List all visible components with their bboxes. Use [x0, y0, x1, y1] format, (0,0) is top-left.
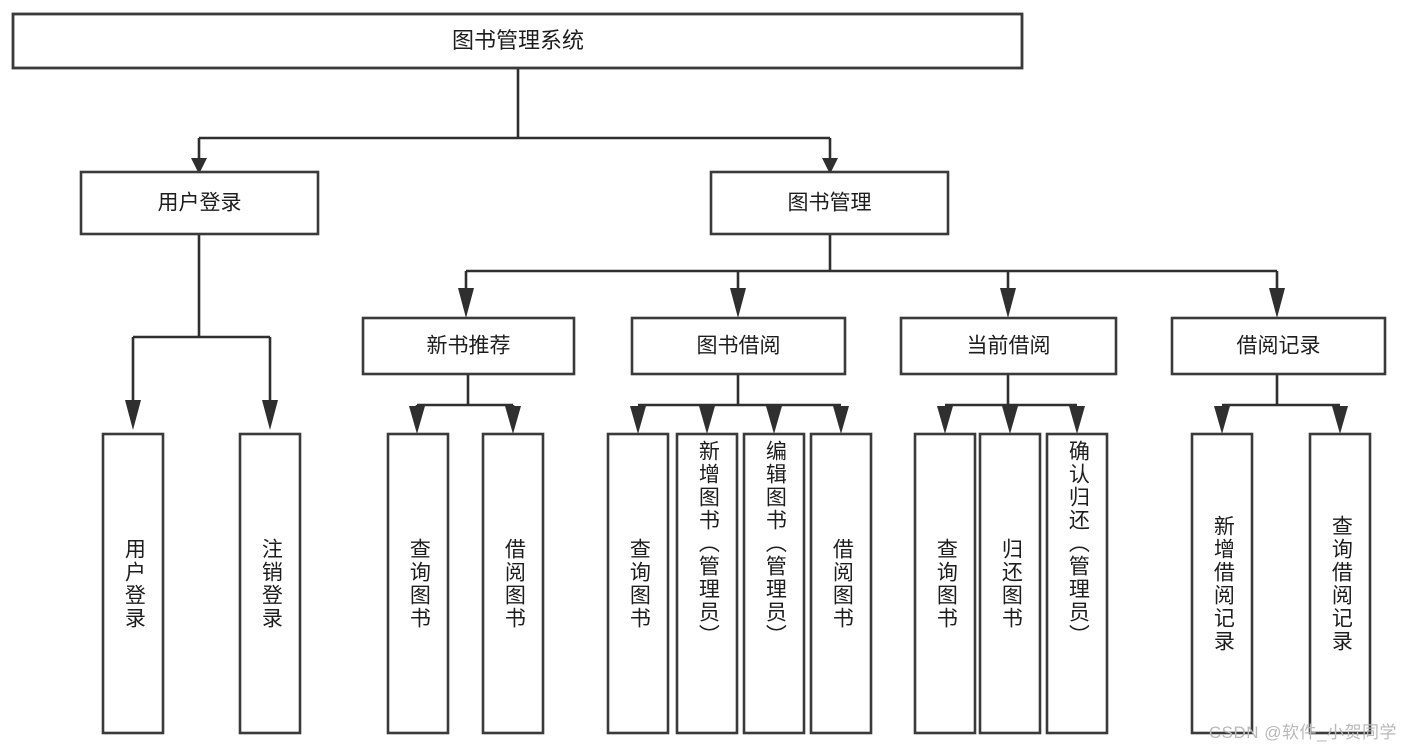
leaf-rect-query-record-br[interactable]: [1308, 432, 1372, 735]
connector-layer: [125, 68, 1348, 434]
node-user-login-label: 用户登录: [158, 192, 242, 215]
node-borrow-record[interactable]: 借阅记录: [1170, 316, 1387, 376]
arrowhead-leaf-user-login: [125, 400, 141, 430]
node-current-borrow-label: 当前借阅: [967, 335, 1051, 358]
leaf-rect-borrow-book-bb[interactable]: [809, 432, 873, 735]
arrowhead-cb-leaf-2: [1002, 406, 1018, 434]
node-current-borrow-rect[interactable]: [899, 316, 1118, 376]
arrowhead-br-leaf-2: [1332, 406, 1348, 434]
leaf-rect-query-book-nbr[interactable]: [386, 432, 450, 735]
node-current-borrow[interactable]: 当前借阅: [899, 316, 1118, 376]
node-book-management-rect[interactable]: [709, 170, 950, 236]
leaf-rect-confirm-return-cb[interactable]: [1045, 432, 1109, 735]
arrowhead-borrow-record: [1269, 288, 1285, 318]
leaf-rect-query-book-bb[interactable]: [606, 432, 670, 735]
node-borrow-record-label: 借阅记录: [1237, 335, 1321, 358]
arrowhead-cb-leaf-3: [1069, 406, 1085, 434]
arrowhead-nbr-leaf-1: [409, 406, 425, 434]
arrowhead-current-borrow: [1000, 288, 1016, 318]
node-user-login[interactable]: 用户登录: [79, 170, 320, 236]
arrowhead-bb-leaf-3: [766, 406, 782, 434]
arrowhead-bb-leaf-4: [833, 406, 849, 434]
arrowhead-nbr-leaf-2: [505, 406, 521, 434]
arrowhead-new-book: [458, 288, 474, 318]
arrowhead-bb-leaf-1: [630, 406, 646, 434]
leaf-rect-add-record-br[interactable]: [1190, 432, 1254, 735]
node-root-label: 图书管理系统: [452, 28, 584, 53]
csdn-watermark: CSDN @软件_小贺同学: [1208, 723, 1397, 742]
arrowhead-br-leaf-1: [1214, 406, 1230, 434]
arrowhead-user-login: [191, 158, 207, 174]
node-new-book-recommend-rect[interactable]: [361, 316, 576, 376]
node-new-book-recommend[interactable]: 新书推荐: [361, 316, 576, 376]
node-new-book-recommend-label: 新书推荐: [427, 335, 511, 358]
node-root-rect[interactable]: [11, 12, 1024, 70]
node-borrow-record-rect[interactable]: [1170, 316, 1387, 376]
leaf-rect-return-book-cb[interactable]: [978, 432, 1042, 735]
leaf-rect-query-book-cb[interactable]: [913, 432, 977, 735]
leaf-rect-add-book-bb[interactable]: [675, 432, 739, 735]
node-book-management[interactable]: 图书管理: [709, 170, 950, 236]
node-user-login-rect[interactable]: [79, 170, 320, 236]
node-root[interactable]: 图书管理系统: [11, 12, 1024, 70]
leaf-rect-user-login[interactable]: [101, 432, 165, 735]
leaf-rect-borrow-book-nbr[interactable]: [481, 432, 545, 735]
arrowhead-book-borrow: [730, 288, 746, 318]
node-book-borrow-label: 图书借阅: [697, 335, 781, 358]
arrowhead-book-manage: [822, 158, 838, 174]
arrowhead-bb-leaf-2: [699, 406, 715, 434]
node-book-borrow[interactable]: 图书借阅: [630, 316, 847, 376]
arrowhead-leaf-logout: [262, 400, 278, 430]
leaf-rect-edit-book-bb[interactable]: [742, 432, 806, 735]
node-book-management-label: 图书管理: [788, 192, 872, 215]
node-layer: 图书管理系统 用户登录 图书管理 新书推荐 图书借阅 当前: [11, 12, 1387, 735]
arrowhead-cb-leaf-1: [937, 406, 953, 434]
leaf-rect-logout[interactable]: [238, 432, 302, 735]
node-book-borrow-rect[interactable]: [630, 316, 847, 376]
